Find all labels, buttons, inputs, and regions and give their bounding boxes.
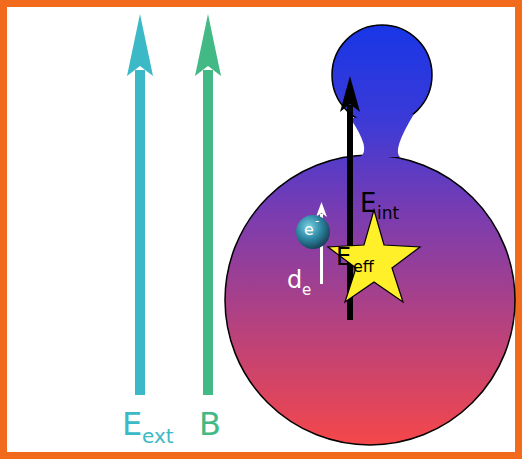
field-arrow-ext <box>127 14 153 395</box>
effective-field-star <box>328 210 420 302</box>
dipole-subscript: e <box>302 283 311 298</box>
frame <box>4 4 519 456</box>
field-label: E <box>360 190 376 216</box>
particle-label: e <box>304 222 314 238</box>
molecule <box>225 25 515 445</box>
field-arrow-b <box>195 14 221 395</box>
field-label: E <box>122 408 142 440</box>
field-label: E <box>336 245 351 269</box>
particle-superscript: - <box>315 215 319 227</box>
field-subscript: ext <box>142 426 174 446</box>
field-subscript: int <box>377 205 399 222</box>
dipole-label: d <box>287 268 302 292</box>
field-label: B <box>199 408 221 440</box>
field-subscript: eff <box>353 259 374 275</box>
electron-sphere <box>296 215 330 249</box>
